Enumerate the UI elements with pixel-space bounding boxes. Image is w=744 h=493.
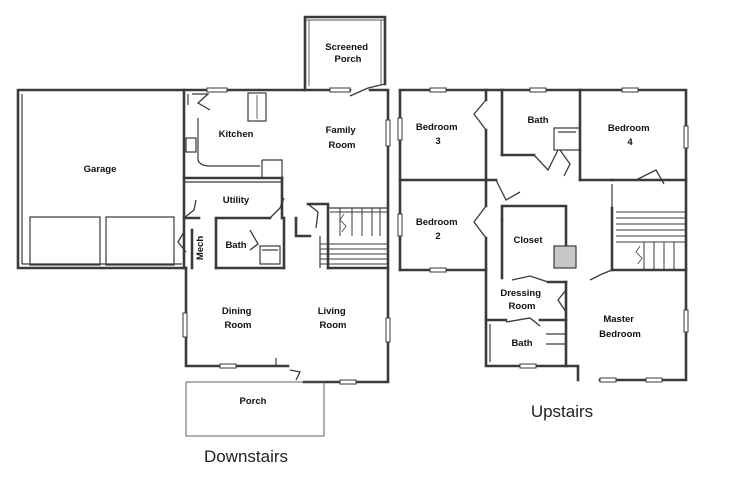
label-bedroom-2: Bedroom 2 [416, 217, 460, 242]
upstairs-plan: Bedroom 3 Bath Bedroom 4 Bedroom 2 Close… [397, 87, 689, 421]
label-bedroom-3: Bedroom 3 [416, 122, 460, 147]
label-family-room: Family Room [326, 125, 359, 151]
downstairs-plan: Screened Porch Garage Kitchen Family Roo… [16, 15, 391, 466]
front-porch [185, 381, 325, 437]
label-kitchen: Kitchen [219, 129, 254, 140]
label-upstairs-title: Upstairs [531, 402, 593, 421]
downstairs-interior-walls [177, 88, 390, 381]
label-living-room: Living Room [318, 306, 349, 331]
upstairs-interior-walls [398, 88, 688, 368]
label-downstairs-title: Downstairs [204, 447, 288, 466]
screened-porch [303, 15, 387, 97]
garage-doors [29, 216, 175, 266]
downstairs-stairs [320, 208, 388, 265]
label-bath-downstairs: Bath [225, 240, 246, 251]
label-utility: Utility [223, 195, 250, 206]
label-bedroom-4: Bedroom 4 [608, 123, 652, 148]
label-dining-room: Dining Room [222, 306, 254, 331]
label-screened-porch: Screened Porch [325, 42, 370, 65]
label-garage: Garage [84, 164, 117, 175]
label-bath-upstairs-bottom: Bath [511, 338, 532, 349]
label-closet: Closet [513, 235, 543, 246]
label-porch: Porch [240, 396, 267, 407]
label-dressing-room: Dressing Room [500, 288, 543, 312]
label-mech: Mech [195, 236, 206, 260]
downstairs-windows [182, 87, 391, 385]
upstairs-windows [397, 87, 689, 383]
label-bath-upstairs-top: Bath [527, 115, 548, 126]
label-master-bedroom: Master Bedroom [599, 314, 641, 340]
upstairs-stairs [616, 211, 686, 270]
